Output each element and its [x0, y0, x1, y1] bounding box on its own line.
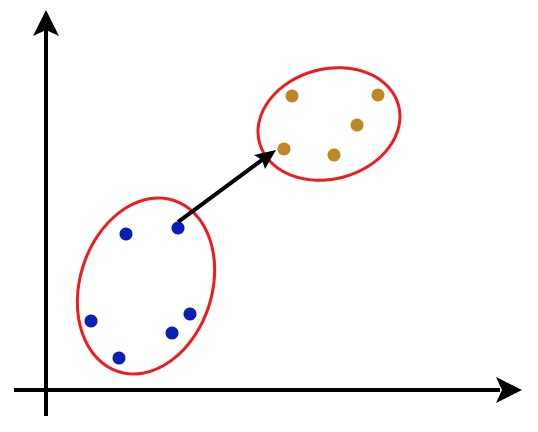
x-axis-arrowhead [496, 377, 522, 403]
y-axis-arrowhead [33, 10, 59, 36]
cluster-b [256, 66, 402, 182]
cluster-b-point [327, 148, 341, 162]
cluster-b-point [350, 118, 364, 132]
shift-arrowhead [254, 150, 276, 169]
cluster-a-points [84, 221, 197, 365]
cluster-a-point [183, 307, 197, 321]
cluster-a-point [119, 227, 133, 241]
cluster-b-point [371, 88, 385, 102]
cluster-a-point [171, 221, 185, 235]
x-axis [14, 377, 522, 403]
y-axis [33, 10, 59, 416]
cluster-a-point [84, 314, 98, 328]
cluster-b-point [285, 89, 299, 103]
cluster-a-point [165, 326, 179, 340]
cluster-a [75, 196, 217, 376]
cluster-b-points [277, 88, 385, 162]
cluster-a-ellipse [75, 196, 217, 376]
cluster-b-ellipse [256, 66, 402, 182]
cluster-a-point [112, 351, 126, 365]
cluster-b-point [277, 142, 291, 156]
shift-arrow [176, 150, 276, 224]
